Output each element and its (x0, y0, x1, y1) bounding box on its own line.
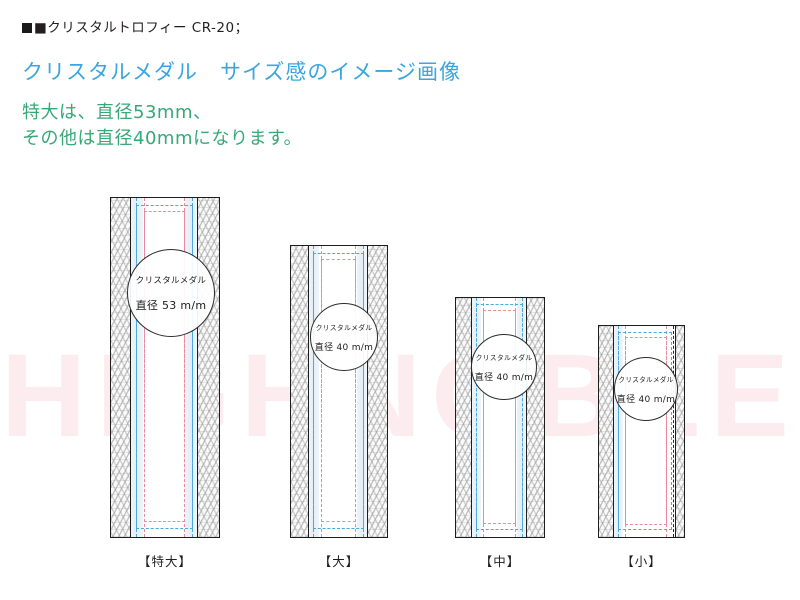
guide-frame-blue (313, 253, 364, 529)
guide-frame-blue (136, 205, 193, 529)
outline-rule-left (613, 326, 615, 537)
medal-title: クリスタルメダル (135, 275, 207, 286)
size-label-sho: 【小】 (621, 554, 662, 569)
glass-band-right (517, 298, 526, 537)
texture-panel-right (197, 198, 219, 537)
guide-frame-pink (483, 310, 516, 524)
guide-dash-dark-right (673, 326, 674, 537)
guide-frame-pink (625, 337, 667, 525)
medal-diameter: 直径 40 m/m (314, 342, 374, 353)
guide-frame-pink (321, 259, 356, 522)
medal-title: クリスタルメダル (618, 375, 674, 384)
trophy-column-tokudai: クリスタルメダル 直径 53 m/m (110, 197, 220, 538)
size-note-line-2: その他は直径40mmになります。 (22, 128, 303, 149)
outline-rule-left (471, 298, 473, 537)
medal-title: クリスタルメダル (315, 323, 373, 332)
medal-circle: クリスタルメダル 直径 40 m/m (614, 357, 678, 421)
glass-band-right (357, 246, 367, 537)
texture-panel-right (526, 298, 544, 537)
outline-rule-right (525, 298, 527, 537)
guide-frame-blue (618, 332, 672, 530)
guide-frame-pink (144, 211, 185, 522)
size-label-chu: 【中】 (479, 554, 521, 569)
product-code-title: ■クリスタルトロフィー CR-20； (22, 16, 249, 36)
trophy-body (598, 325, 685, 538)
size-label-dai: 【大】 (318, 554, 360, 569)
medal-circle: クリスタルメダル 直径 53 m/m (127, 249, 215, 337)
trophy-column-sho: クリスタルメダル 直径 40 m/m (598, 325, 685, 538)
texture-panel-left (111, 198, 131, 537)
medal-circle: クリスタルメダル 直径 40 m/m (310, 303, 378, 371)
medal-title: クリスタルメダル (475, 353, 533, 362)
guide-frame-blue (476, 304, 523, 530)
size-note-line-1: 特大は、直径53mm、 (22, 102, 212, 123)
texture-panel-left (291, 246, 309, 537)
outline-rule-right (196, 198, 198, 537)
trophy-body (290, 245, 388, 538)
trophy-column-chu: クリスタルメダル 直径 40 m/m (455, 297, 545, 538)
product-code-text: ■クリスタルトロフィー CR-20； (34, 20, 249, 36)
outline-rule-left (308, 246, 310, 537)
texture-panel-right (676, 326, 684, 537)
texture-panel-left (599, 326, 614, 537)
medal-diameter: 直径 40 m/m (616, 394, 676, 405)
medal-circle: クリスタルメダル 直径 40 m/m (471, 334, 537, 400)
trophy-body (110, 197, 220, 538)
bullet-square-icon (22, 23, 32, 33)
page-subtitle: クリスタルメダル サイズ感のイメージ画像 (22, 60, 461, 84)
texture-panel-left (456, 298, 472, 537)
texture-panel-right (367, 246, 387, 537)
trophy-column-dai: クリスタルメダル 直径 40 m/m (290, 245, 388, 538)
glass-band-left (309, 246, 319, 537)
medal-diameter: 直径 53 m/m (135, 298, 207, 312)
outline-rule-right (674, 326, 676, 537)
outline-rule-left (130, 198, 132, 537)
medal-diameter: 直径 40 m/m (474, 372, 534, 383)
outline-rule-right (366, 246, 368, 537)
size-label-tokudai: 【特大】 (137, 554, 192, 569)
